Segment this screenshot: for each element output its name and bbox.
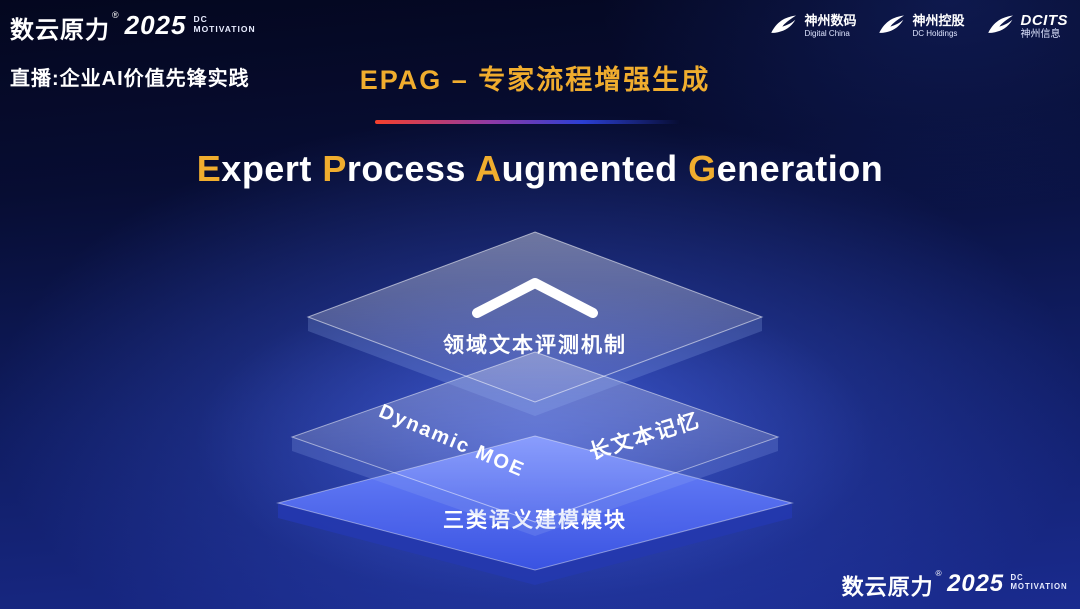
logo-text: 神州控股 DC Holdings (912, 13, 965, 39)
heading-rest: xpert (221, 148, 323, 189)
logo-primary-label: 神州控股 (912, 13, 965, 29)
heading-cap: P (322, 148, 347, 189)
heading-cap: G (688, 148, 717, 189)
chevron-up-icon (472, 278, 598, 318)
logo-primary-label: 神州数码 (804, 13, 857, 29)
logo-text: DCITS 神州信息 (1021, 12, 1069, 41)
brand-year: 2025 (947, 568, 1005, 597)
brand-dc: DC (1010, 572, 1024, 582)
brand-dc: DC (193, 14, 208, 24)
layer-top-face (306, 231, 764, 403)
layer-top-label: 领域文本评测机制 (443, 333, 627, 357)
brand-logo-top: 数云原力® 2025 DC MOTIVATION (10, 10, 256, 45)
layer-middle-face (290, 351, 780, 523)
brand-subtitle: DC MOTIVATION (1011, 572, 1068, 591)
logo-dc-holdings: 神州控股 DC Holdings (876, 13, 965, 39)
live-stream-label: 直播:企业AI价值先锋实践 (10, 68, 250, 90)
registered-mark: ® (935, 568, 943, 578)
swoosh-logo-icon (771, 15, 797, 34)
main-heading: Expert Process Augmented Generation (0, 148, 1080, 190)
swoosh-logo-icon (987, 15, 1013, 34)
brand-motivation: MOTIVATION (1010, 581, 1068, 592)
brand-name: 数云原力 (842, 575, 935, 601)
page-title: EPAG – 专家流程增强生成 (359, 65, 711, 95)
registered-mark: ® (112, 10, 119, 20)
swoosh-logo-icon (879, 15, 905, 34)
brand-subtitle: DC MOTIVATION (193, 14, 255, 34)
layer-bottom-edge (278, 503, 792, 585)
logo-secondary-label: Digital China (804, 29, 850, 39)
brand-year: 2025 (124, 10, 187, 40)
heading-rest: eneration (716, 148, 884, 189)
brand-name: 数云原力 (10, 17, 110, 44)
heading-cap: A (475, 148, 502, 189)
logo-secondary-label: 神州信息 (1020, 29, 1061, 41)
heading-cap: E (196, 148, 222, 189)
logo-primary-label: DCITS (1020, 12, 1068, 29)
brand-motivation: MOTIVATION (193, 24, 256, 35)
logo-dcits: DCITS 神州信息 (985, 12, 1069, 41)
heading-rest: ugmented (501, 148, 689, 189)
logo-text: 神州数码 Digital China (804, 13, 857, 39)
brand-logo-bottom: 数云原力® 2025 DC MOTIVATION (842, 569, 1068, 601)
layer-top: 领域文本评测机制 (306, 231, 764, 416)
corporate-logos: 神州数码 Digital China 神州控股 DC Holdings DCIT… (768, 12, 1068, 41)
layer-middle: Dynamic MOE 长文本记忆 (290, 351, 780, 536)
logo-digital-china: 神州数码 Digital China (768, 13, 856, 39)
logo-secondary-label: DC Holdings (912, 29, 958, 39)
title-gradient-divider (375, 120, 680, 124)
heading-rest: rocess (346, 148, 476, 189)
